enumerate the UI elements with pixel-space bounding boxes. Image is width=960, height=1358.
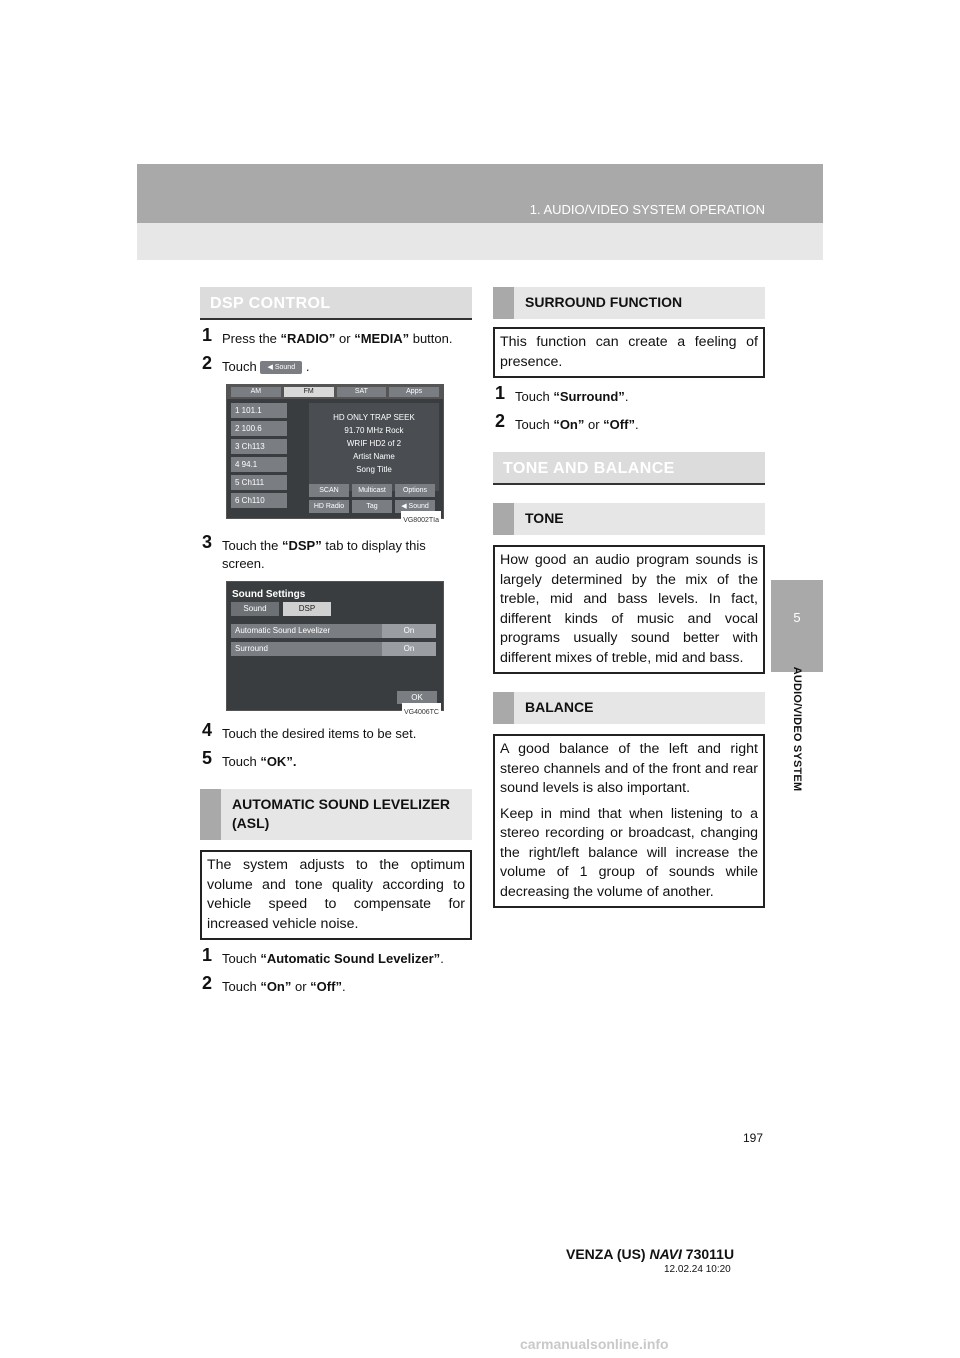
tag-button: Tag <box>352 500 392 513</box>
tab-apps: Apps <box>389 387 439 397</box>
tone-description: How good an audio program sounds is larg… <box>493 545 765 674</box>
image-code: VG8002TIa <box>401 511 441 530</box>
section-title: 1. AUDIO/VIDEO SYSTEM OPERATION <box>529 202 765 217</box>
preset-item: 2 100.6 <box>231 421 287 436</box>
dsp-screen-title: Sound Settings <box>232 589 306 600</box>
right-column: SURROUND FUNCTION This function can crea… <box>493 287 765 908</box>
multicast-button: Multicast <box>352 484 392 497</box>
header-band: 1. AUDIO/VIDEO SYSTEM OPERATION <box>137 164 823 223</box>
artist-name: Artist Name <box>353 452 395 461</box>
asl-description: The system adjusts to the optimum volume… <box>200 850 472 940</box>
balance-paragraph-1: A good balance of the left and right ste… <box>500 741 758 796</box>
balance-paragraph-2: Keep in mind that when listening to a st… <box>500 805 758 900</box>
hd-radio-button: HD Radio <box>309 500 349 513</box>
chapter-number: 5 <box>793 610 801 625</box>
station-info: HD ONLY TRAP SEEK 91.70 MHz Rock WRIF HD… <box>309 403 439 491</box>
radio-buttons: SCAN Multicast Options HD Radio Tag ◀ So… <box>309 484 439 513</box>
chapter-label: AUDIO/VIDEO SYSTEM <box>791 666 803 792</box>
tab-sound: Sound <box>231 602 279 616</box>
preset-item: 6 Ch110 <box>231 493 287 508</box>
frequency: 91.70 MHz Rock <box>344 426 404 435</box>
tab-dsp: DSP <box>283 602 331 616</box>
radio-tab-bar: AM FM SAT Apps <box>227 385 443 399</box>
dsp-tab-bar: Sound DSP <box>231 602 331 616</box>
balance-description: A good balance of the left and right ste… <box>493 734 765 908</box>
tab-fm: FM <box>283 387 334 397</box>
asl-heading: AUTOMATIC SOUND LEVELIZER (ASL) <box>200 789 472 840</box>
station-name: WRIF HD2 of 2 <box>346 439 402 448</box>
print-date: 12.02.24 10:20 <box>664 1264 731 1275</box>
options-button: Options <box>395 484 435 497</box>
page-number: 197 <box>743 1131 764 1145</box>
asl-value: On <box>382 624 436 638</box>
tab-sat: SAT <box>336 387 387 397</box>
radio-flags: HD ONLY TRAP SEEK <box>333 413 415 422</box>
preset-item: 4 94.1 <box>231 457 287 472</box>
chapter-tab: 5 <box>771 580 823 672</box>
tone-balance-heading: TONE AND BALANCE <box>493 452 765 485</box>
dsp-screen-image: Sound Settings Sound DSP Automatic Sound… <box>226 581 444 722</box>
watermark: carmanualsonline.info <box>520 1336 669 1352</box>
surround-description: This function can create a feeling of pr… <box>493 327 765 378</box>
model-line: VENZA (US) NAVI 73011U <box>566 1246 735 1262</box>
tab-am: AM <box>231 387 281 397</box>
surround-value: On <box>382 642 436 656</box>
sound-button-image: ◀ Sound <box>260 361 303 375</box>
preset-item: 3 Ch113 <box>231 439 287 454</box>
ok-button: OK <box>397 691 437 704</box>
sound-button: ◀ Sound <box>395 500 435 513</box>
song-title: Song Title <box>356 465 392 474</box>
image-code: VG4006TC <box>401 703 441 722</box>
page-header: 1. AUDIO/VIDEO SYSTEM OPERATION <box>137 164 823 260</box>
preset-item: 1 101.1 <box>231 403 287 418</box>
preset-list: 1 101.1 2 100.6 3 Ch113 4 94.1 5 Ch111 6… <box>231 403 287 511</box>
tone-heading: TONE <box>493 503 765 535</box>
balance-heading: BALANCE <box>493 692 765 724</box>
surround-heading: SURROUND FUNCTION <box>493 287 765 319</box>
preset-item: 5 Ch111 <box>231 475 287 490</box>
dsp-control-heading: DSP CONTROL <box>200 287 472 320</box>
scan-button: SCAN <box>309 484 349 497</box>
radio-screen-image: AM FM SAT Apps 1 101.1 2 100.6 3 Ch113 4… <box>226 384 444 530</box>
